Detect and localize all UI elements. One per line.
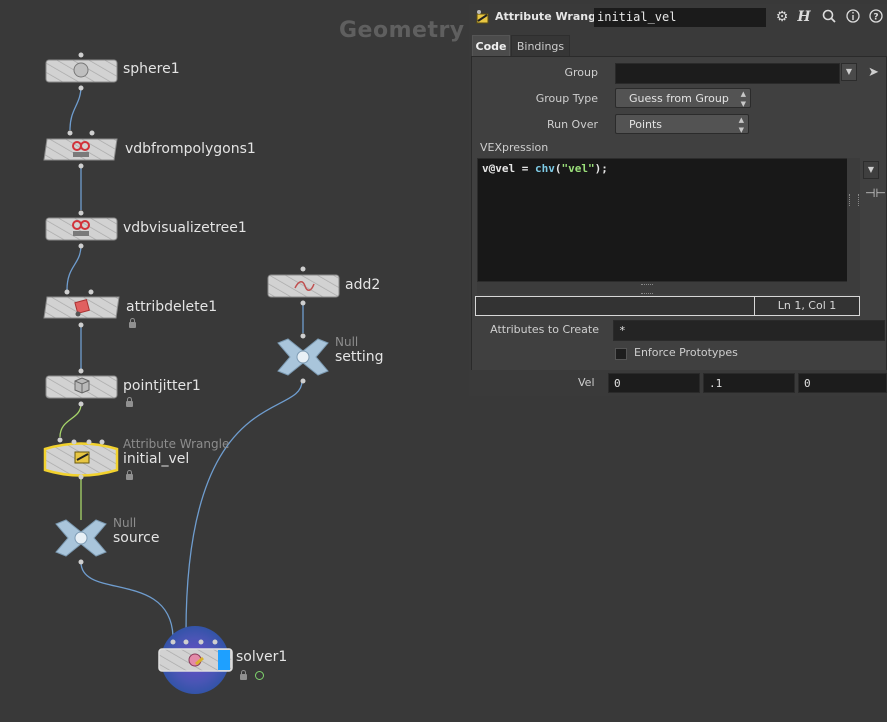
wires [59, 85, 304, 637]
editor-menu-button[interactable]: ▼ [863, 161, 879, 179]
node-solver1[interactable] [158, 626, 233, 694]
wire-vdbvis-attribdelete [66, 244, 82, 291]
gear-icon[interactable]: ⚙ [775, 9, 789, 25]
cube-icon [74, 377, 90, 394]
vel-z-field[interactable]: 0 [798, 373, 887, 393]
grip-icon [849, 194, 859, 206]
node-type-setting: Null [335, 335, 359, 349]
lock-icon [129, 318, 136, 328]
group-dropdown-button[interactable]: ▼ [841, 63, 857, 81]
attribute-delete-icon [74, 299, 90, 317]
grip-icon [641, 284, 653, 294]
time-dependent-icon [255, 671, 264, 680]
run-over-label: Run Over [546, 118, 598, 131]
group-field[interactable] [615, 63, 840, 84]
solver-icon [188, 653, 204, 667]
code-function: chv [535, 162, 555, 175]
vel-label: Vel [578, 376, 595, 389]
search-icon[interactable] [821, 9, 837, 25]
vel-parameter-row: Vel 0 .1 0 [469, 370, 887, 396]
vel-x-field[interactable]: 0 [608, 373, 700, 393]
node-type-initial-vel: Attribute Wrangle [123, 437, 230, 451]
vdb-icon [72, 220, 90, 236]
wire-setting-solver [185, 380, 303, 637]
tab-bindings[interactable]: Bindings [511, 35, 570, 58]
wire-pointjitter-initialvel [59, 403, 82, 438]
vel-y-field[interactable]: .1 [703, 373, 795, 393]
code-horizontal-scrollbar[interactable] [477, 282, 860, 294]
group-label: Group [564, 66, 599, 79]
group-type-value: Guess from Group [629, 92, 729, 105]
lock-icon [240, 670, 247, 680]
node-name-field[interactable]: initial_vel [594, 8, 766, 27]
help-h-icon[interactable]: H [797, 9, 811, 25]
node-label-setting[interactable]: setting [335, 349, 384, 365]
curve-icon [294, 281, 315, 291]
code-paren-open: ( [554, 162, 562, 175]
help-icon[interactable]: ? [868, 9, 884, 25]
insert-parameter-icon[interactable]: ⊣⊢ [865, 186, 886, 200]
sphere-icon [73, 62, 89, 78]
cursor-position: Ln 1, Col 1 [754, 296, 860, 316]
run-over-value: Points [629, 118, 663, 131]
info-icon[interactable] [845, 9, 861, 25]
context-title: Geometry [339, 18, 465, 43]
node-label-solver1[interactable]: solver1 [236, 649, 288, 665]
node-type-label: Attribute Wrangle [495, 10, 608, 23]
node-source[interactable] [55, 519, 107, 565]
vexpression-label: VEXpression [480, 141, 549, 154]
lock-icon [126, 470, 133, 480]
node-label-source[interactable]: source [113, 530, 160, 546]
code-paren-close: ); [594, 162, 608, 175]
select-arrow-icon[interactable]: ➤ [868, 65, 879, 80]
code-variable: v@vel [482, 162, 516, 175]
node-type-source: Null [113, 516, 137, 530]
enforce-prototypes-label: Enforce Prototypes [634, 346, 738, 359]
node-label-sphere1[interactable]: sphere1 [123, 61, 180, 77]
tab-code[interactable]: Code [472, 35, 510, 57]
group-type-label: Group Type [535, 92, 598, 105]
node-vdbfrompolygons1[interactable] [43, 130, 118, 169]
vdb-icon [72, 141, 90, 157]
node-pointjitter1[interactable] [45, 368, 118, 407]
updown-icon: ▲▼ [738, 116, 744, 134]
panel-header: Attribute Wrangle initial_vel ⚙ H ? [469, 4, 887, 32]
node-sphere1[interactable] [45, 52, 118, 91]
wire-sphere-vdbfrom [69, 85, 82, 131]
code-string: "vel" [561, 162, 595, 175]
attributes-to-create-field[interactable]: * [613, 320, 885, 341]
vex-code-editor[interactable]: v@vel = chv("vel"); [477, 158, 848, 282]
node-initial-vel[interactable] [43, 437, 119, 480]
svg-text:?: ? [873, 13, 878, 23]
node-label-vdbfrompolygons1[interactable]: vdbfrompolygons1 [125, 141, 256, 157]
updown-icon: ▲▼ [740, 90, 746, 108]
node-label-vdbvisualizetree1[interactable]: vdbvisualizetree1 [123, 220, 247, 236]
null-icon [296, 350, 310, 364]
wire-source-solver [80, 561, 174, 637]
node-add2[interactable] [267, 266, 340, 306]
node-attribdelete1[interactable] [43, 289, 120, 328]
node-label-pointjitter1[interactable]: pointjitter1 [123, 378, 201, 394]
run-over-select[interactable]: Points ▲▼ [615, 114, 749, 134]
attributes-to-create-label: Attributes to Create [490, 323, 599, 336]
node-vdbvisualizetree1[interactable] [45, 210, 118, 249]
lock-icon [126, 397, 133, 407]
node-label-initial-vel[interactable]: initial_vel [123, 451, 190, 467]
parameter-panel: Attribute Wrangle initial_vel ⚙ H ? Code… [469, 4, 887, 396]
enforce-prototypes-checkbox[interactable] [615, 348, 627, 360]
node-label-add2[interactable]: add2 [345, 277, 381, 293]
group-type-select[interactable]: Guess from Group ▲▼ [615, 88, 751, 108]
code-vertical-scrollbar[interactable] [847, 158, 860, 282]
null-icon [74, 531, 88, 545]
code-operator: = [515, 162, 535, 175]
wrangle-icon [476, 10, 489, 24]
node-setting[interactable] [277, 333, 329, 384]
node-label-attribdelete1[interactable]: attribdelete1 [126, 299, 218, 315]
wrangle-icon [74, 451, 90, 464]
